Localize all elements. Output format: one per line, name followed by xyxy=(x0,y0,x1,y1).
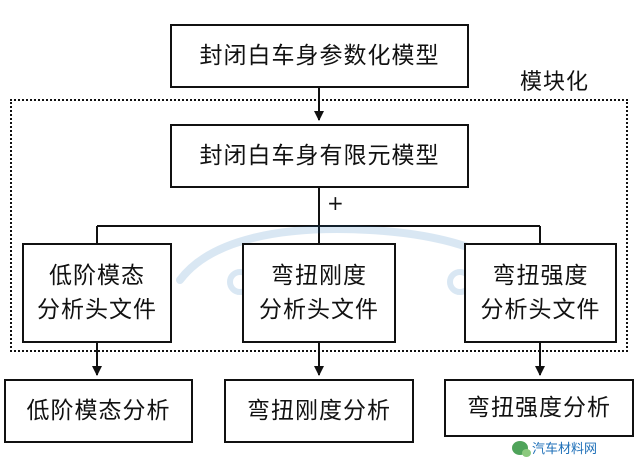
node-strength-analysis: 弯扭强度分析 xyxy=(444,379,634,437)
plus-sign: + xyxy=(327,191,344,215)
node-fe-model: 封闭白车身有限元模型 xyxy=(170,124,469,188)
node-modal-header: 低阶模态 分析头文件 xyxy=(22,243,172,343)
node-bending-torsion-header: 弯扭刚度 分析头文件 xyxy=(242,243,396,343)
node-label: 低阶模态分析 xyxy=(26,398,171,424)
node-label-line-1: 低阶模态 xyxy=(49,263,145,289)
node-parametric-model: 封闭白车身参数化模型 xyxy=(170,24,469,88)
node-label-line-2: 分析头文件 xyxy=(37,297,157,323)
footer-branding: 汽车材料网 xyxy=(512,438,597,457)
node-label-line-2: 分析头文件 xyxy=(480,297,601,323)
node-bending-torsion-analysis: 弯扭刚度分析 xyxy=(224,379,414,443)
node-label-line-1: 弯扭强度 xyxy=(492,263,589,289)
module-region xyxy=(10,99,628,352)
wechat-icon xyxy=(512,440,531,457)
node-label: 弯扭刚度分析 xyxy=(247,398,391,424)
footer-brand-text: 汽车材料网 xyxy=(532,442,598,457)
node-label-line-1: 弯扭刚度 xyxy=(271,263,367,289)
node-label: 封闭白车身有限元模型 xyxy=(199,143,440,169)
node-strength-header: 弯扭强度 分析头文件 xyxy=(464,243,617,343)
node-modal-analysis: 低阶模态分析 xyxy=(4,379,193,443)
module-label: 模块化 xyxy=(520,70,590,95)
node-label: 弯扭强度分析 xyxy=(467,395,611,421)
node-label-line-2: 分析头文件 xyxy=(259,297,379,323)
node-label: 封闭白车身参数化模型 xyxy=(199,43,440,69)
